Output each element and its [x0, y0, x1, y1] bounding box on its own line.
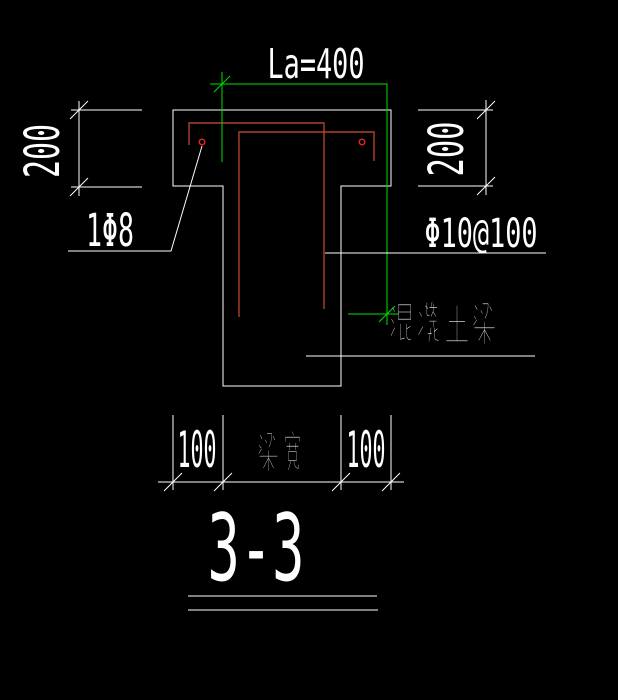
dim-left-200-text: 200: [15, 124, 71, 178]
section-title-text: 3-3: [208, 494, 305, 602]
anchorage-dim-text: La=400: [268, 40, 365, 88]
beam-width-label: [258, 431, 300, 471]
rebar-leader-line: [68, 145, 203, 252]
beam-section-outline: [172, 109, 392, 387]
stirrup-label-text: Φ10@100: [425, 211, 538, 257]
anchorage-tick-right: [378, 305, 396, 323]
dim-bottom-tick-2: [213, 472, 233, 492]
dim-left-200-tick-top: [69, 100, 89, 120]
dim-100-left-text: 100: [178, 421, 217, 479]
dim-right-200: 200: [418, 100, 496, 196]
dim-right-200-tick-top: [476, 100, 496, 120]
top-rebar-left-hook: [188, 122, 325, 309]
dim-bottom: 100 100: [158, 415, 404, 492]
top-rebar-right-hook: [238, 131, 375, 317]
dim-right-200-tick-bottom: [476, 176, 496, 196]
anchorage-tick-left: [213, 75, 231, 93]
rebar-dot-right: [358, 138, 366, 146]
dim-bottom-tick-4: [381, 472, 401, 492]
beam-label: [390, 301, 495, 344]
dim-100-right-text: 100: [347, 421, 386, 479]
rebar-label-text: 1Φ8: [86, 204, 134, 257]
dim-right-200-text: 200: [419, 122, 475, 177]
rebar-dot-left: [198, 138, 206, 146]
dim-bottom-tick-1: [163, 472, 183, 492]
dim-left-200-tick-bottom: [69, 177, 89, 197]
dim-bottom-tick-3: [331, 472, 351, 492]
dim-left-200: 200: [15, 100, 142, 197]
anchorage-dim-line: [210, 83, 388, 325]
